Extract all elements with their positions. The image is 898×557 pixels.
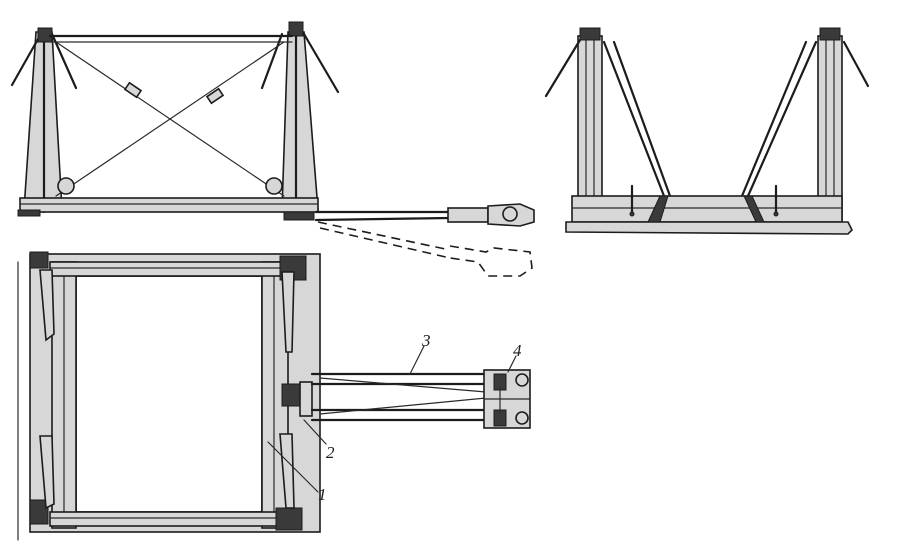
callout-1-leader xyxy=(267,441,319,493)
front-cross-brace-b xyxy=(55,41,285,197)
callout-2-label: 2 xyxy=(326,443,335,462)
front-elevation-view xyxy=(10,21,535,277)
callout-4-leader xyxy=(507,355,517,373)
side-base-rail xyxy=(565,221,853,235)
callout-3-label: 3 xyxy=(421,331,431,350)
callout-1-label: 1 xyxy=(318,485,327,504)
plan-tow-bar-assembly xyxy=(310,369,531,429)
callouts: 1 2 3 4 xyxy=(267,331,522,504)
side-base-frame xyxy=(571,195,843,223)
front-base-frame xyxy=(19,197,319,213)
front-right-roller xyxy=(265,177,283,195)
side-left-strut xyxy=(602,40,666,198)
callout-4-label: 4 xyxy=(513,341,522,360)
callout-2-leader xyxy=(303,419,327,445)
plan-left-arm-upper xyxy=(39,269,55,342)
side-left-column xyxy=(577,35,603,221)
callout-3-leader xyxy=(409,345,425,375)
side-right-strut xyxy=(746,40,818,198)
front-right-tower xyxy=(281,31,319,211)
front-left-roller xyxy=(57,177,75,195)
plan-inner-opening xyxy=(75,275,263,513)
plan-view xyxy=(17,251,321,541)
side-right-column xyxy=(817,35,843,221)
side-elevation-view xyxy=(544,27,870,235)
tow-bar-alternate-position xyxy=(317,221,451,251)
